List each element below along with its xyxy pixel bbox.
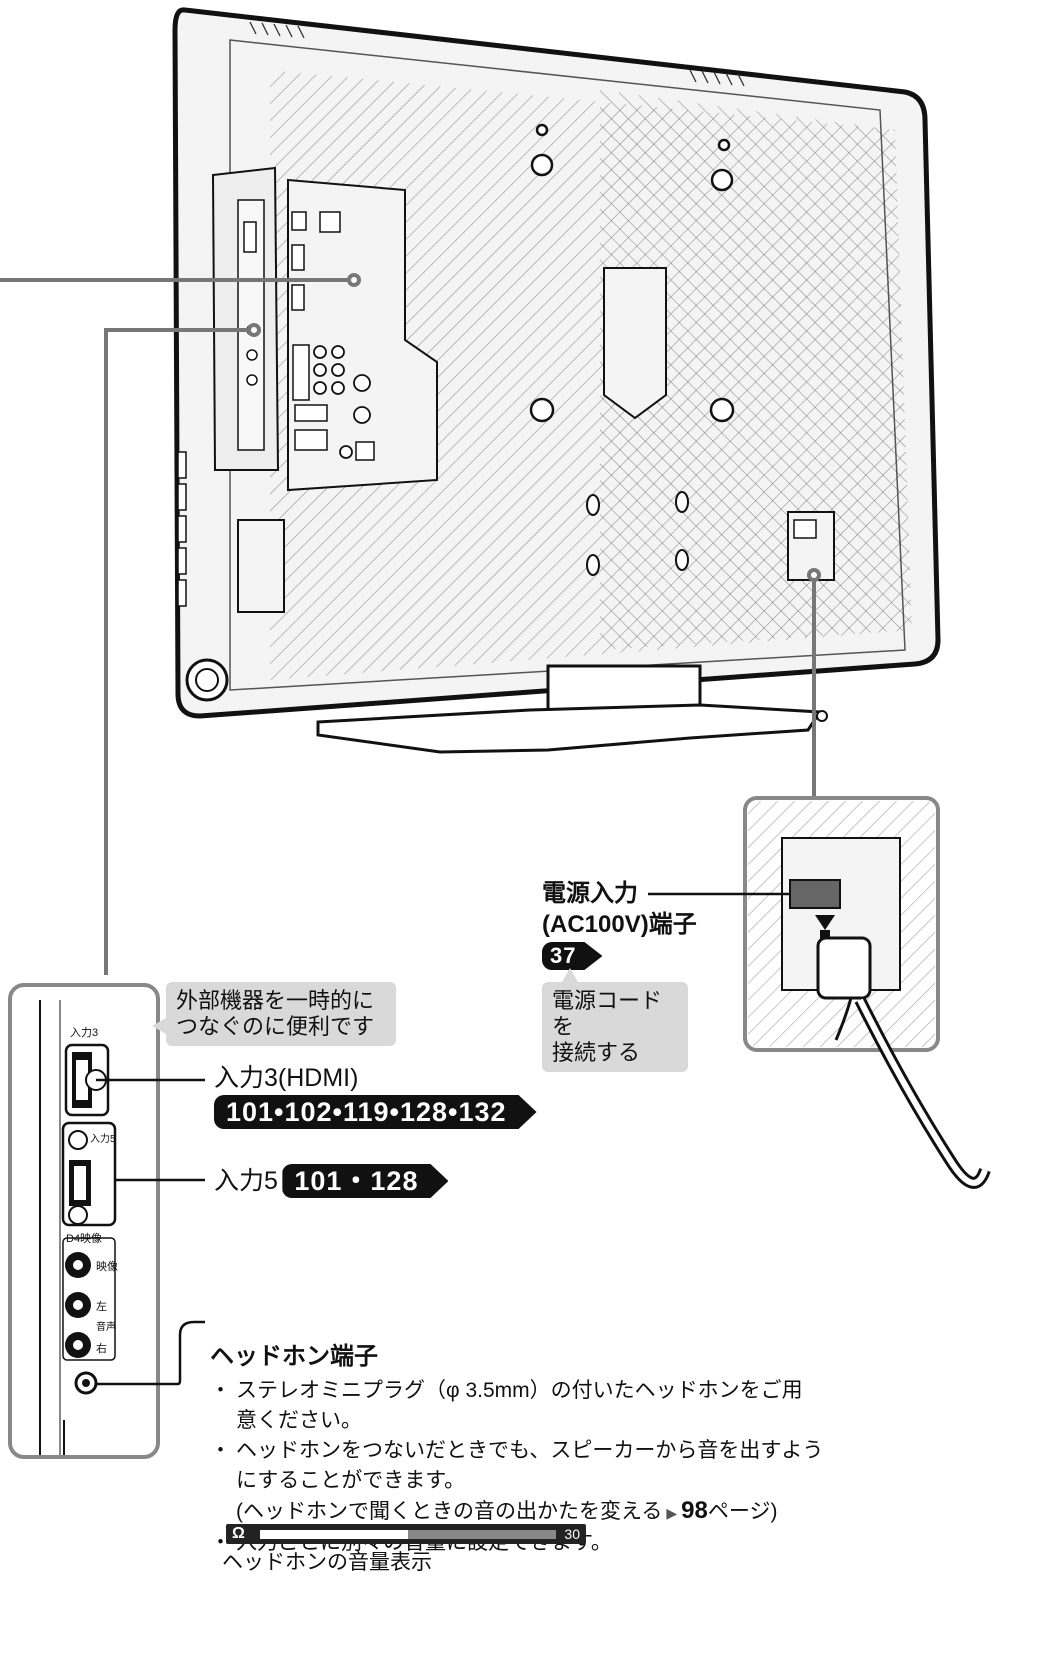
- panel-label-d4: D4映像: [66, 1233, 103, 1245]
- power-inset: [648, 796, 991, 1189]
- volume-caption: ヘッドホンの音量表示: [222, 1551, 432, 1574]
- temp-connect-tip: 外部機器を一時的に つなぐのに便利です: [152, 982, 396, 1046]
- input5-page-refs: 101・128: [282, 1164, 448, 1198]
- leader-lines: [0, 273, 821, 975]
- volume-fill: [260, 1530, 408, 1539]
- headphone-note-2-sub: (ヘッドホンで聞くときの音の出かたを変える▶98ページ): [236, 1496, 910, 1528]
- headphone-note-1-line1: ステレオミニプラグ（φ 3.5mm）の付いたヘッドホンをご用: [236, 1379, 803, 1402]
- panel-label-right: 右: [96, 1343, 107, 1355]
- side-panel-inset: [8, 983, 205, 1459]
- panel-label-video: 映像: [96, 1261, 118, 1273]
- panel-label-input5: 入力5: [90, 1134, 116, 1145]
- headphone-icon: Ω: [232, 1525, 245, 1542]
- headphone-volume-bar: Ω 30: [226, 1524, 586, 1544]
- panel-label-audio: 音声: [96, 1322, 116, 1333]
- headphone-note-1: ステレオミニプラグ（φ 3.5mm）の付いたヘッドホンをご用 意ください。: [210, 1376, 910, 1436]
- page-arrow-icon: ▶: [666, 1505, 678, 1521]
- panel-label-left: 左: [96, 1301, 107, 1313]
- headphone-note-2-line2: にすることができます。: [236, 1469, 466, 1492]
- headphone-note-2-line1: ヘッドホンをつないだときでも、スピーカーから音を出すよう: [236, 1439, 824, 1462]
- temp-connect-tip-line1: 外部機器を一時的に: [176, 988, 375, 1013]
- temp-connect-tip-line2: つなぐのに便利です: [176, 1014, 375, 1039]
- power-input-ref: 37: [542, 942, 602, 970]
- power-input-page-ref: 37: [542, 942, 602, 970]
- headphone-notes: ヘッドホン端子 ステレオミニプラグ（φ 3.5mm）の付いたヘッドホンをご用 意…: [210, 1340, 910, 1558]
- input5-label: 入力5: [214, 1167, 278, 1195]
- headphone-note-2-sub-suffix: ページ): [707, 1500, 778, 1523]
- tv-stand: [316, 664, 828, 754]
- input3-refs: 101•102•119•128•132: [214, 1095, 537, 1129]
- headphone-note-1-line2: 意ください。: [236, 1409, 362, 1432]
- power-cord-tip: 電源コードを 接続する: [542, 968, 688, 1072]
- input3-page-refs: 101•102•119•128•132: [214, 1095, 537, 1129]
- power-cord-tip-line1: 電源コードを: [552, 988, 663, 1039]
- input3-label: 入力3(HDMI): [214, 1064, 359, 1092]
- tv-body: [172, 7, 941, 719]
- headphone-title: ヘッドホン端子: [210, 1343, 378, 1370]
- volume-track: [260, 1530, 556, 1539]
- headphone-note-2-page: 98: [681, 1497, 708, 1524]
- power-input-line1: 電源入力: [542, 880, 638, 907]
- power-input-line2: (AC100V)端子: [542, 911, 697, 938]
- panel-label-input3: 入力3: [70, 1027, 99, 1039]
- power-cord-tip-line2: 接続する: [552, 1040, 641, 1065]
- headphone-note-2: ヘッドホンをつないだときでも、スピーカーから音を出すよう にすることができます。…: [210, 1436, 910, 1528]
- headphone-note-2-sub-prefix: (ヘッドホンで聞くときの音の出かたを変える: [236, 1500, 663, 1523]
- input5-callout: 入力5 101・128: [214, 1164, 448, 1198]
- power-input-label: 電源入力 (AC100V)端子: [542, 878, 697, 940]
- volume-value: 30: [564, 1526, 580, 1542]
